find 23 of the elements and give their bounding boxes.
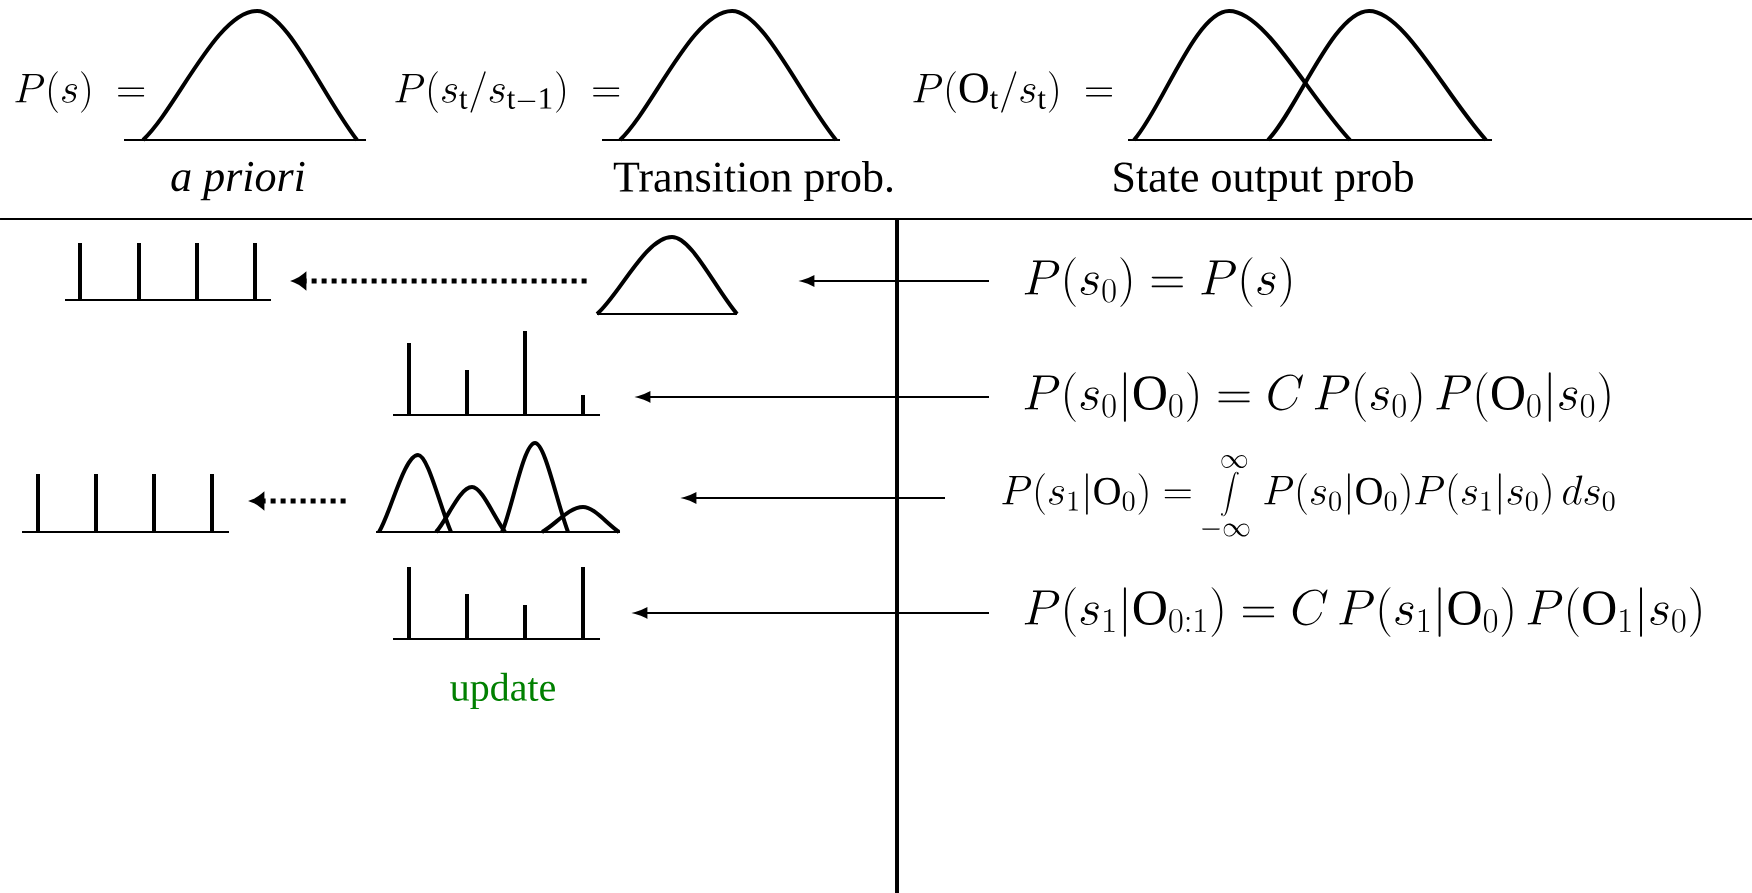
spike-plot-drawing	[21, 474, 230, 533]
formula: $P(s_1|\mathrm{O}_0)=\int\limits_{-\infty}^{\infty}P(s_0|\mathrm{O}_0)P(s_1|s_0)\,ds_0$	[1002, 454, 1615, 537]
arrow	[292, 273, 587, 289]
arrow	[801, 275, 990, 287]
arrow	[683, 492, 946, 504]
spike-plot-drawing	[392, 567, 601, 640]
arrow	[637, 391, 990, 403]
formula: $P(s)\ =$	[15, 71, 145, 113]
caption-text: Transition prob.	[613, 161, 893, 201]
arrow	[634, 607, 990, 619]
caption-text: a priori	[171, 161, 305, 201]
spike-plot-drawing	[392, 331, 601, 416]
bell-curve-drawing	[595, 235, 739, 316]
arrow	[250, 493, 346, 509]
caption-text: State output prob	[1114, 161, 1413, 201]
formula: $P(s_0| \mathrm{O}_0) = C\,P(s_0)\,P(\mathrm{O}_0| s_0)$	[1024, 372, 1610, 422]
formula: $P(s_1| \mathrm{O}_{0:1}) = C\,P(s_1| \mathrm{O}_0)\,P(\mathrm{O}_1| s_0)$	[1024, 587, 1701, 637]
formula: $P(\mathrm{O}_\mathrm{t}/s_\mathrm{t})\ =$	[913, 71, 1113, 113]
spike-plot-drawing	[64, 243, 272, 301]
caption-text: update	[450, 672, 555, 710]
mixture-curves-drawing	[375, 441, 621, 534]
formula: $P(s_\mathrm{t}/s_\mathrm{t-1})\ =$	[395, 71, 620, 113]
formula: $P(s_0) = P(s)$	[1024, 257, 1291, 307]
